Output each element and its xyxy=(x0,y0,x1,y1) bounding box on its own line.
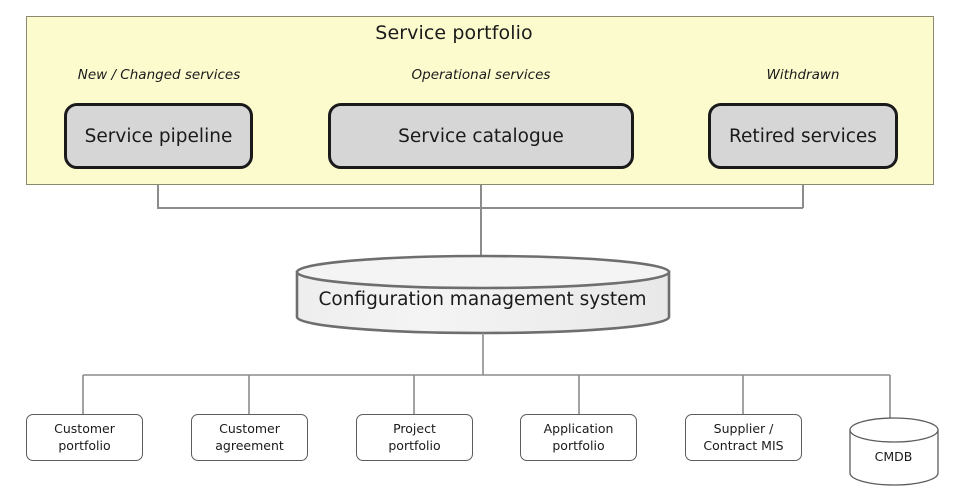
leaf-text: Customer agreement xyxy=(215,421,284,455)
node-application-portfolio[interactable]: Application portfolio xyxy=(520,414,637,461)
cms-label: Configuration management system xyxy=(318,288,647,310)
leaf-text: Project portfolio xyxy=(388,421,440,455)
leaf-line-2: portfolio xyxy=(552,437,605,453)
node-supplier-contract-mis[interactable]: Supplier / Contract MIS xyxy=(685,414,802,461)
node-cmdb[interactable]: CMDB xyxy=(849,417,938,486)
leaf-line-2: agreement xyxy=(215,437,284,453)
leaf-line-1: Customer xyxy=(54,420,115,436)
cms-cylinder-shape xyxy=(295,254,671,335)
node-customer-portfolio[interactable]: Customer portfolio xyxy=(26,414,143,461)
connector-cms-to-sources xyxy=(82,333,891,418)
leaf-line-2: portfolio xyxy=(58,437,111,453)
leaf-line-1: Project xyxy=(393,420,436,436)
leaf-line-1: Supplier / xyxy=(713,420,774,436)
leaf-text: Supplier / Contract MIS xyxy=(703,421,783,455)
node-retired-services[interactable]: Retired services xyxy=(708,103,898,169)
leaf-text: Application portfolio xyxy=(544,421,614,455)
leaf-line-2: portfolio xyxy=(388,437,441,453)
node-customer-agreement[interactable]: Customer agreement xyxy=(191,414,308,461)
node-configuration-management-system[interactable]: Configuration management system xyxy=(295,255,670,335)
cmdb-cylinder-shape xyxy=(849,417,939,486)
node-project-portfolio[interactable]: Project portfolio xyxy=(356,414,473,461)
caption-new-changed-services: New / Changed services xyxy=(77,67,241,83)
node-service-pipeline[interactable]: Service pipeline xyxy=(64,103,253,169)
page-title: Service portfolio xyxy=(375,22,533,44)
leaf-line-1: Application xyxy=(543,420,614,436)
leaf-line-2: Contract MIS xyxy=(703,437,784,453)
leaf-text: Customer portfolio xyxy=(54,421,115,455)
caption-withdrawn: Withdrawn xyxy=(766,67,840,83)
leaf-line-1: Customer xyxy=(219,420,280,436)
caption-operational-services: Operational services xyxy=(411,67,551,83)
node-service-catalogue[interactable]: Service catalogue xyxy=(328,103,634,169)
cmdb-label: CMDB xyxy=(874,448,913,464)
